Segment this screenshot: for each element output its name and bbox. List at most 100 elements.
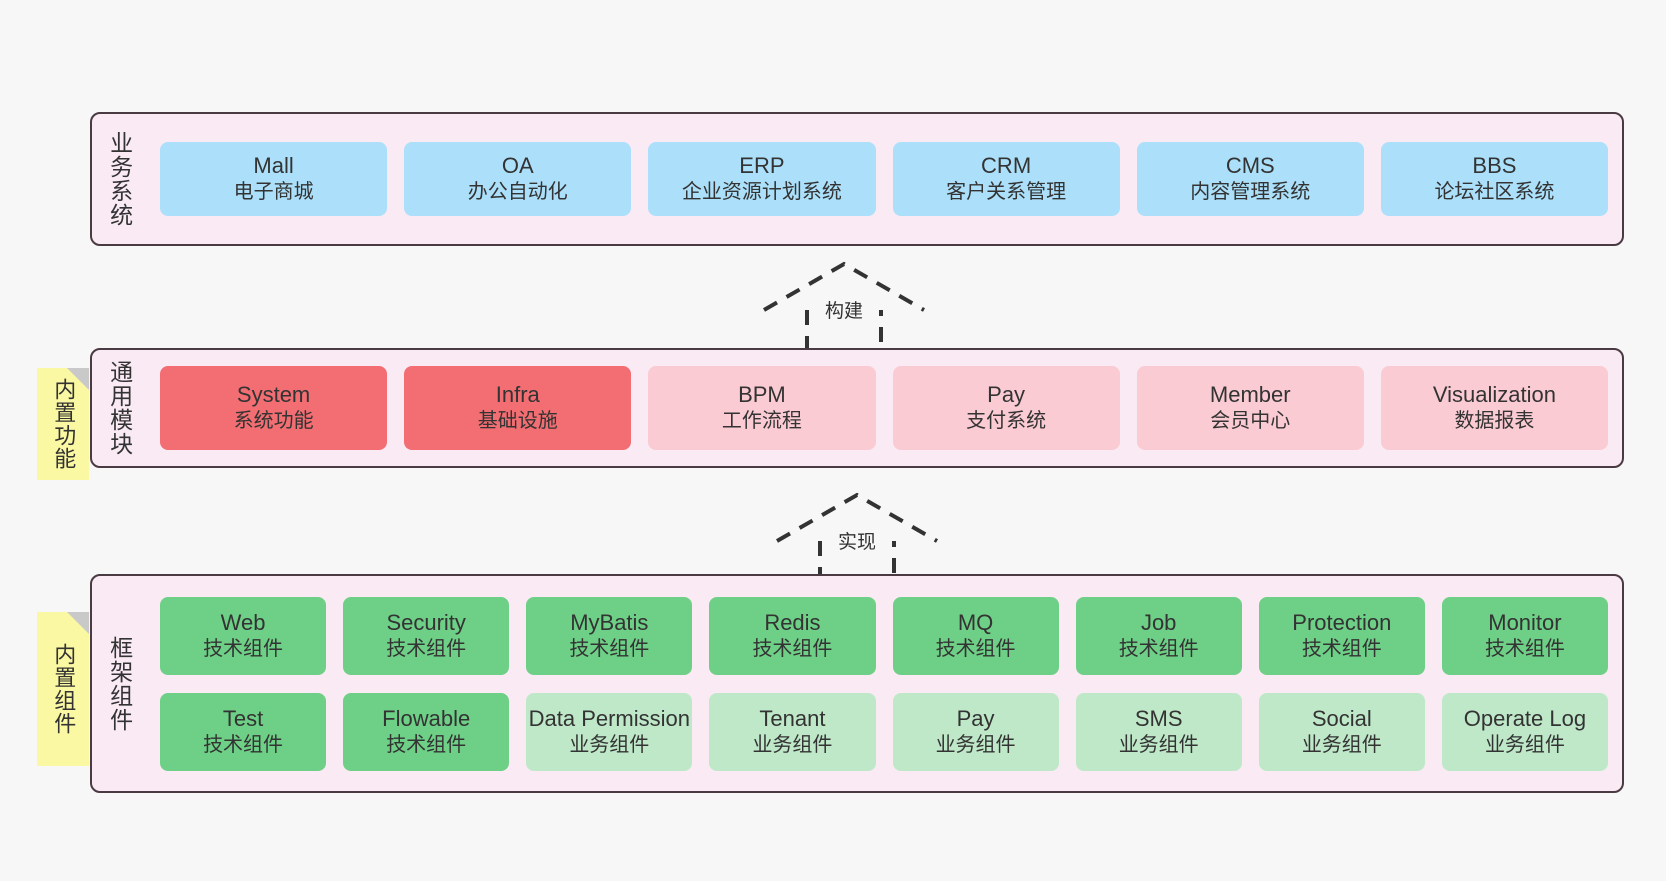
node-tenant-title: Tenant: [759, 705, 826, 731]
layer-title-common: 通用模块: [106, 360, 133, 456]
business-node-row: Mall 电子商城 OA 办公自动化 ERP 企业资源计划系统 CRM 客户关系…: [160, 142, 1609, 216]
framework-node-row-tech: Web 技术组件 Security 技术组件 MyBatis 技术组件 Redi…: [160, 596, 1608, 675]
node-redis[interactable]: Redis 技术组件: [709, 596, 876, 675]
connector-realize-label: 实现: [837, 532, 877, 553]
sticky-note-builtin-components: 内置组件: [37, 612, 89, 766]
node-web[interactable]: Web 技术组件: [160, 596, 327, 675]
node-cms-title: CMS: [1225, 153, 1275, 179]
node-bpm-subtitle: 工作流程: [721, 410, 802, 433]
node-mybatis-subtitle: 技术组件: [569, 637, 650, 660]
node-monitor-subtitle: 技术组件: [1484, 637, 1565, 660]
node-infra[interactable]: Infra 基础设施: [404, 366, 632, 450]
node-security-subtitle: 技术组件: [386, 637, 467, 660]
node-protection-subtitle: 技术组件: [1301, 637, 1382, 660]
node-job-subtitle: 技术组件: [1118, 637, 1199, 660]
node-mq-subtitle: 技术组件: [935, 637, 1016, 660]
node-mq-title: MQ: [957, 609, 994, 635]
node-monitor-title: Monitor: [1488, 609, 1562, 635]
node-crm-title: CRM: [981, 153, 1032, 179]
node-test-subtitle: 技术组件: [203, 733, 284, 756]
connector-build-label: 构建: [824, 301, 864, 322]
node-job[interactable]: Job 技术组件: [1075, 596, 1242, 675]
node-mall-subtitle: 电子商城: [233, 181, 314, 204]
node-pay-module[interactable]: Pay 支付系统: [892, 366, 1120, 450]
node-bpm[interactable]: BPM 工作流程: [648, 366, 876, 450]
node-web-subtitle: 技术组件: [203, 637, 284, 660]
node-visualization-title: Visualization: [1432, 382, 1556, 408]
node-crm[interactable]: CRM 客户关系管理: [892, 142, 1120, 216]
node-pay-component-subtitle: 业务组件: [935, 733, 1016, 756]
node-erp[interactable]: ERP 企业资源计划系统: [648, 142, 876, 216]
node-pay-module-title: Pay: [987, 382, 1026, 408]
layer-body-common: System 系统功能 Infra 基础设施 BPM 工作流程 Pay 支付系统…: [146, 350, 1622, 466]
node-operate-log-subtitle: 业务组件: [1484, 733, 1565, 756]
node-operate-log[interactable]: Operate Log 业务组件: [1441, 692, 1608, 771]
node-mq[interactable]: MQ 技术组件: [892, 596, 1059, 675]
node-oa-subtitle: 办公自动化: [467, 181, 568, 204]
node-redis-subtitle: 技术组件: [752, 637, 833, 660]
node-oa-title: OA: [501, 153, 534, 179]
node-protection[interactable]: Protection 技术组件: [1258, 596, 1425, 675]
node-data-permission-title: Data Permission: [528, 705, 690, 731]
node-system-subtitle: 系统功能: [233, 410, 314, 433]
node-mybatis[interactable]: MyBatis 技术组件: [526, 596, 693, 675]
layer-business-systems: 业务系统 Mall 电子商城 OA 办公自动化 ERP 企业资源计划系统 CRM…: [90, 112, 1624, 246]
node-flowable-title: Flowable: [382, 705, 471, 731]
node-mall[interactable]: Mall 电子商城: [160, 142, 388, 216]
node-pay-component-title: Pay: [956, 705, 995, 731]
framework-node-row-business: Test 技术组件 Flowable 技术组件 Data Permission …: [160, 692, 1608, 771]
node-data-permission[interactable]: Data Permission 业务组件: [526, 692, 693, 771]
node-system[interactable]: System 系统功能: [160, 366, 388, 450]
node-visualization[interactable]: Visualization 数据报表: [1380, 366, 1609, 450]
node-flowable-subtitle: 技术组件: [386, 733, 467, 756]
layer-body-framework: Web 技术组件 Security 技术组件 MyBatis 技术组件 Redi…: [146, 576, 1622, 791]
node-test[interactable]: Test 技术组件: [160, 692, 327, 771]
node-sms-subtitle: 业务组件: [1118, 733, 1199, 756]
layer-common-modules: 通用模块 System 系统功能 Infra 基础设施 BPM 工作流程 Pay…: [90, 348, 1624, 468]
node-social-subtitle: 业务组件: [1301, 733, 1382, 756]
node-pay-component[interactable]: Pay 业务组件: [892, 692, 1059, 771]
node-member[interactable]: Member 会员中心: [1136, 366, 1364, 450]
layer-framework-components: 框架组件 Web 技术组件 Security 技术组件 MyBatis 技术组件…: [90, 574, 1624, 793]
node-social-title: Social: [1311, 705, 1372, 731]
node-security-title: Security: [386, 609, 466, 635]
node-sms[interactable]: SMS 业务组件: [1075, 692, 1242, 771]
node-bpm-title: BPM: [738, 382, 786, 408]
node-sms-title: SMS: [1134, 705, 1183, 731]
layer-body-business: Mall 电子商城 OA 办公自动化 ERP 企业资源计划系统 CRM 客户关系…: [146, 114, 1622, 244]
sticky-note-builtin-features: 内置功能: [37, 368, 89, 480]
node-security[interactable]: Security 技术组件: [343, 596, 510, 675]
node-pay-module-subtitle: 支付系统: [966, 410, 1047, 433]
node-operate-log-title: Operate Log: [1463, 705, 1587, 731]
node-infra-subtitle: 基础设施: [477, 410, 558, 433]
node-mall-title: Mall: [253, 153, 294, 179]
node-erp-title: ERP: [739, 153, 785, 179]
common-node-row: System 系统功能 Infra 基础设施 BPM 工作流程 Pay 支付系统…: [160, 366, 1609, 450]
node-social[interactable]: Social 业务组件: [1258, 692, 1425, 771]
node-member-subtitle: 会员中心: [1210, 410, 1291, 433]
node-tenant-subtitle: 业务组件: [752, 733, 833, 756]
node-cms[interactable]: CMS 内容管理系统: [1136, 142, 1364, 216]
node-protection-title: Protection: [1292, 609, 1392, 635]
node-system-title: System: [236, 382, 311, 408]
node-infra-title: Infra: [495, 382, 540, 408]
node-visualization-subtitle: 数据报表: [1454, 410, 1535, 433]
node-redis-title: Redis: [764, 609, 821, 635]
layer-title-framework: 框架组件: [106, 635, 133, 732]
node-flowable[interactable]: Flowable 技术组件: [343, 692, 510, 771]
node-oa[interactable]: OA 办公自动化: [404, 142, 632, 216]
node-bbs-subtitle: 论坛社区系统: [1434, 181, 1555, 204]
node-mybatis-title: MyBatis: [570, 609, 649, 635]
node-test-title: Test: [222, 705, 264, 731]
layer-title-business: 业务系统: [106, 131, 133, 227]
node-monitor[interactable]: Monitor 技术组件: [1441, 596, 1608, 675]
node-member-title: Member: [1209, 382, 1291, 408]
node-cms-subtitle: 内容管理系统: [1190, 181, 1311, 204]
node-tenant[interactable]: Tenant 业务组件: [709, 692, 876, 771]
node-data-permission-subtitle: 业务组件: [569, 733, 650, 756]
connector-build: 构建: [759, 258, 929, 358]
node-bbs[interactable]: BBS 论坛社区系统: [1380, 142, 1609, 216]
node-erp-subtitle: 企业资源计划系统: [681, 181, 842, 204]
node-bbs-title: BBS: [1472, 153, 1517, 179]
